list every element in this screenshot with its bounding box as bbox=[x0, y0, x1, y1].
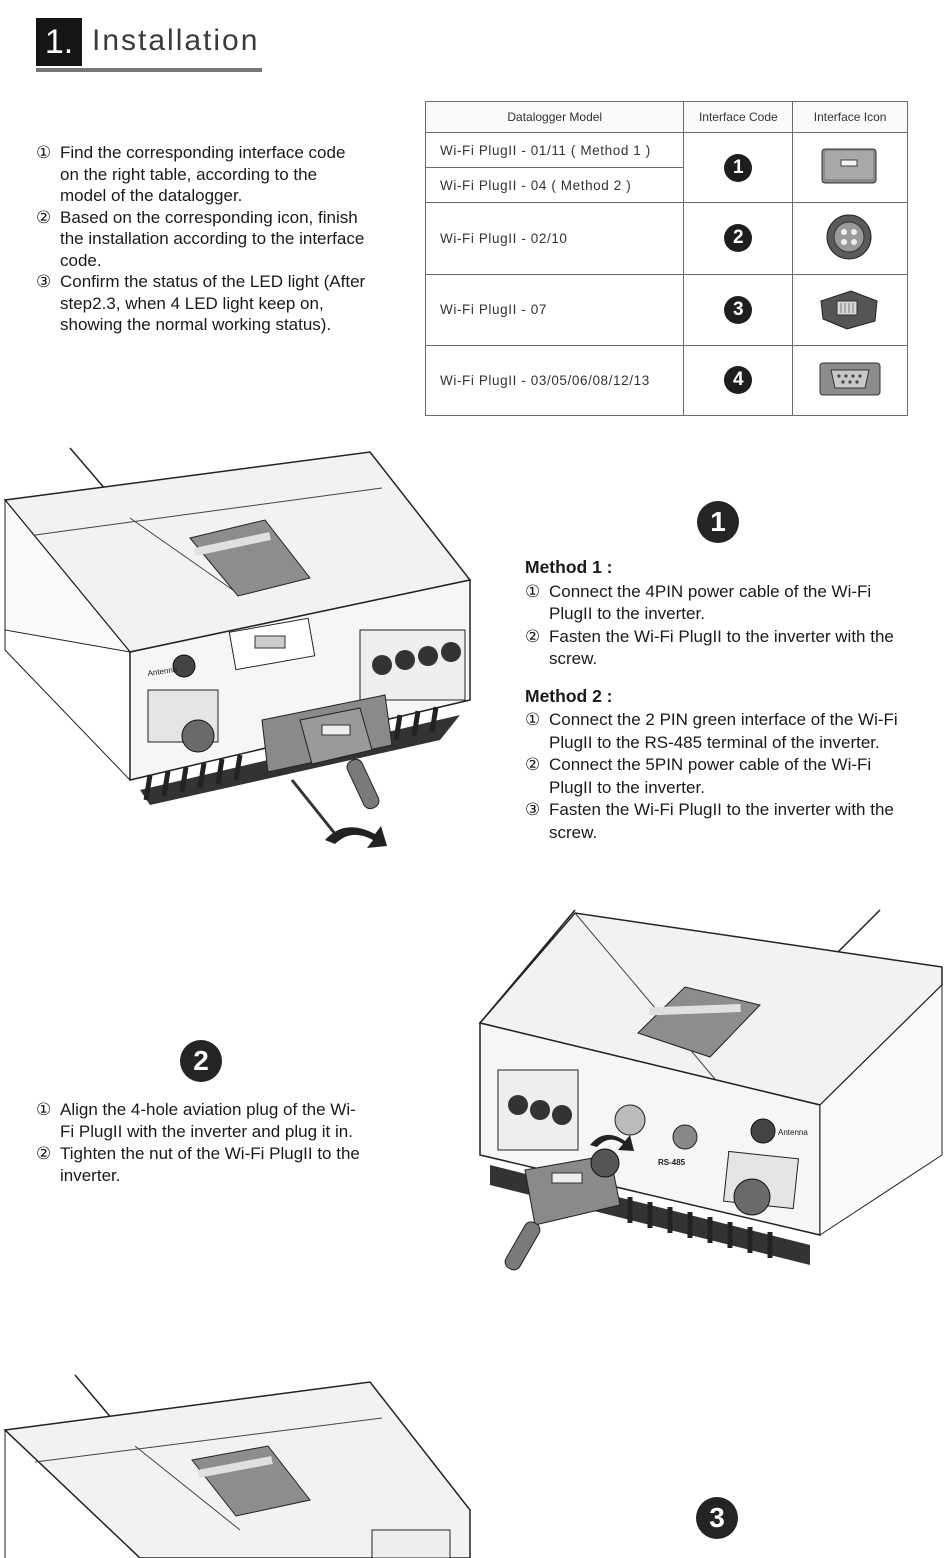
icon-cell bbox=[792, 132, 908, 204]
page-title: Installation bbox=[92, 24, 260, 57]
inverter-method2-illustration: RS-485 Antenna bbox=[478, 909, 943, 1271]
rs485-label: RS-485 bbox=[658, 1158, 686, 1167]
step-number: ① bbox=[525, 581, 541, 601]
rj45-plug-icon bbox=[820, 290, 878, 330]
antenna-label: Antenna bbox=[778, 1128, 808, 1137]
step-number: ② bbox=[525, 755, 541, 774]
model-cell: Wi-Fi PlugII - 01/11 ( Method 1 ) bbox=[424, 132, 685, 169]
code-cell: 3 bbox=[683, 273, 794, 346]
interface-code-badge: 2 bbox=[724, 224, 753, 253]
code-cell: 1 bbox=[683, 132, 794, 204]
terminal-block bbox=[359, 629, 466, 701]
section2-step: ② Tighten the nut of the Wi-Fi PlugII to … bbox=[36, 1143, 366, 1187]
inverter-method1-illustration: Antenna bbox=[3, 447, 472, 848]
antenna-label: Antenna bbox=[147, 665, 178, 678]
step-number: ② bbox=[525, 626, 541, 646]
step-text: Connect the 4PIN power cable of the Wi-F… bbox=[549, 581, 872, 624]
model-cell: Wi-Fi PlugII - 03/05/06/08/12/13 bbox=[424, 344, 685, 417]
icon-cell bbox=[792, 202, 908, 275]
method-instructions: Method 1 : ① Connect the 4PIN power cable… bbox=[525, 556, 915, 844]
section2-steps: ① Align the 4-hole aviation plug of the W… bbox=[36, 1099, 366, 1187]
model-cell: Wi-Fi PlugII - 02/10 bbox=[424, 202, 685, 275]
table-header-row: Datalogger Model Interface Code Interfac… bbox=[424, 100, 908, 134]
step-text: Connect the 5PIN power cable of the Wi-F… bbox=[549, 755, 872, 797]
interface-code-badge: 1 bbox=[724, 153, 753, 182]
section-marker-1: 1 bbox=[697, 501, 739, 543]
method2-step: ② Connect the 5PIN power cable of the Wi-… bbox=[525, 754, 915, 799]
section-marker-2: 2 bbox=[180, 1040, 222, 1082]
step-number: ② bbox=[36, 1144, 52, 1163]
method1-step: ① Connect the 4PIN power cable of the Wi-… bbox=[525, 581, 915, 626]
step-text: Find the corresponding interface code on… bbox=[60, 143, 346, 205]
step-text: Tighten the nut of the Wi-Fi PlugII to t… bbox=[60, 1144, 360, 1185]
section2-step: ① Align the 4-hole aviation plug of the W… bbox=[36, 1099, 366, 1143]
table-row: Wi-Fi PlugII - 03/05/06/08/12/13 4 bbox=[424, 344, 908, 417]
step-number: ① bbox=[36, 143, 52, 162]
step-number: ① bbox=[525, 710, 541, 729]
datalogger-table: Datalogger Model Interface Code Interfac… bbox=[424, 100, 908, 417]
step-number: ③ bbox=[36, 272, 52, 291]
inverter-section3-illustration bbox=[3, 1374, 471, 1558]
header-code: Interface Code bbox=[683, 100, 794, 134]
intro-step: ③ Confirm the status of the LED light (Af… bbox=[36, 271, 366, 336]
intro-steps: ① Find the corresponding interface code o… bbox=[36, 142, 366, 336]
section-number: 1. bbox=[36, 18, 82, 66]
header-icon: Interface Icon bbox=[792, 100, 908, 134]
step-number: ③ bbox=[525, 800, 541, 819]
section-marker-3: 3 bbox=[696, 1497, 738, 1539]
header-model: Datalogger Model bbox=[424, 100, 685, 134]
table-row: Wi-Fi PlugII - 02/10 2 bbox=[424, 202, 908, 275]
intro-step: ① Find the corresponding interface code o… bbox=[36, 142, 366, 207]
aviation-plug-icon bbox=[826, 214, 872, 260]
step-text: Based on the corresponding icon, finish … bbox=[60, 207, 365, 270]
method2-step: ① Connect the 2 PIN green interface of th… bbox=[525, 709, 915, 754]
intro-step: ② Based on the corresponding icon, finish… bbox=[36, 207, 366, 272]
flat-module-icon bbox=[821, 148, 877, 184]
step-text: Connect the 2 PIN green interface of the… bbox=[549, 710, 898, 752]
icon-cell bbox=[792, 344, 908, 417]
table-row: Wi-Fi PlugII - 01/11 ( Method 1 ) 1 bbox=[424, 132, 908, 204]
method1-step: ② Fasten the Wi-Fi PlugII to the inverter… bbox=[525, 626, 915, 671]
step-text: Fasten the Wi-Fi PlugII to the inverter … bbox=[549, 626, 894, 669]
method1-title: Method 1 : bbox=[525, 557, 613, 577]
step-text: Align the 4-hole aviation plug of the Wi… bbox=[60, 1100, 356, 1141]
icon-cell bbox=[792, 273, 908, 346]
method2-step: ③ Fasten the Wi-Fi PlugII to the inverter… bbox=[525, 799, 915, 844]
step-text: Confirm the status of the LED light (Aft… bbox=[60, 272, 366, 334]
method2-title: Method 2 : bbox=[525, 685, 613, 706]
spacer bbox=[525, 671, 915, 685]
code-cell: 2 bbox=[683, 202, 794, 275]
step-text: Fasten the Wi-Fi PlugII to the inverter … bbox=[549, 800, 894, 842]
interface-code-badge: 4 bbox=[724, 366, 753, 395]
interface-code-badge: 3 bbox=[724, 295, 753, 324]
step-number: ② bbox=[36, 207, 52, 227]
table-row: Wi-Fi PlugII - 07 3 bbox=[424, 273, 908, 346]
db9-connector-icon bbox=[819, 362, 881, 396]
step-number: ① bbox=[36, 1100, 52, 1119]
code-cell: 4 bbox=[683, 344, 794, 417]
model-cell: Wi-Fi PlugII - 07 bbox=[424, 273, 685, 346]
model-cell: Wi-Fi PlugII - 04 ( Method 2 ) bbox=[424, 167, 685, 204]
table-row: Wi-Fi PlugII - 04 ( Method 2 ) bbox=[424, 167, 908, 204]
title-underline bbox=[36, 68, 262, 72]
